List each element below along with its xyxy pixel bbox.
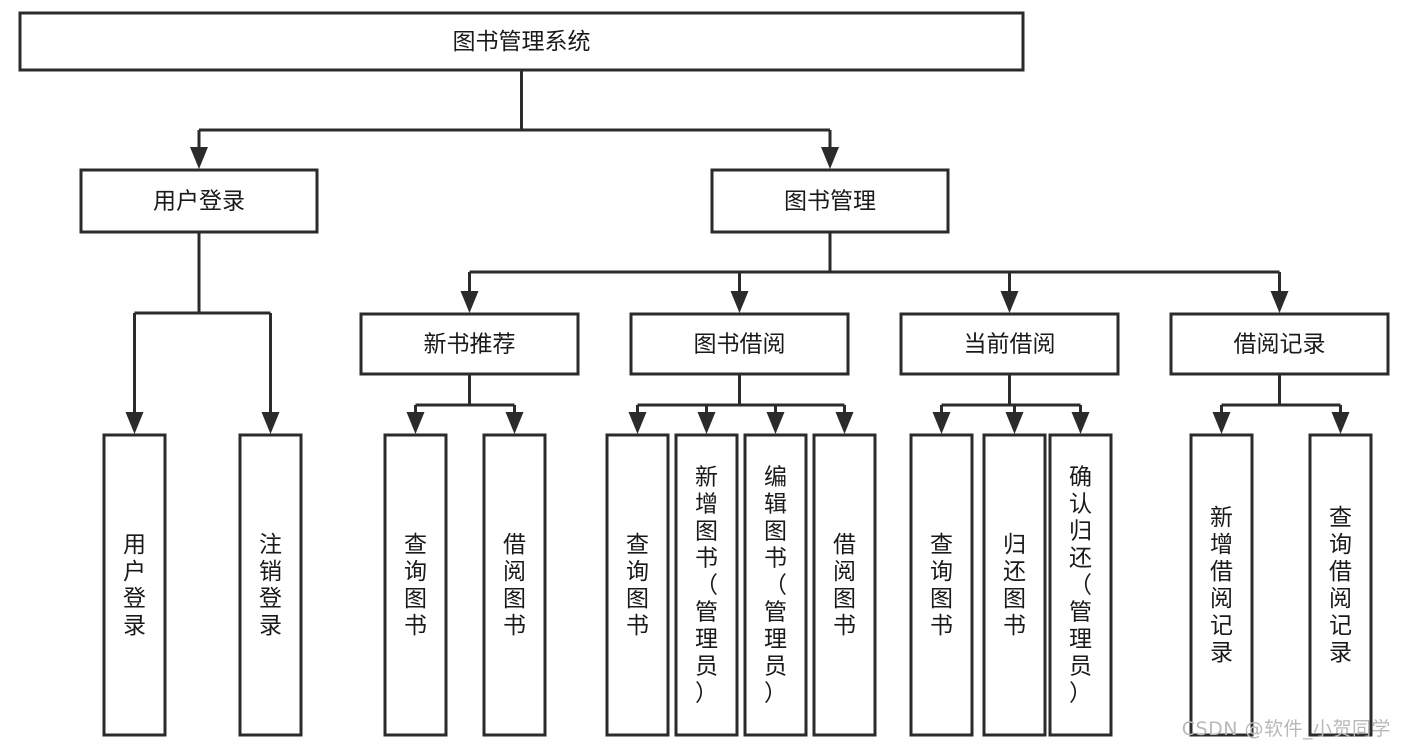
node-leaf-user-logout-label: 注销登录 xyxy=(259,532,282,639)
arrowhead xyxy=(460,291,479,313)
node-book-borrow[interactable]: 图书借阅 xyxy=(629,312,850,376)
arrowhead xyxy=(1005,412,1024,434)
node-root-rect[interactable] xyxy=(18,11,1025,72)
node-leaf-confirm-return-rect[interactable] xyxy=(1048,433,1113,737)
node-leaf-user-logout[interactable]: 注销登录 xyxy=(238,433,303,737)
node-leaf-add-book-label: 新增图书（管理员） xyxy=(695,465,718,707)
arrowhead xyxy=(835,412,854,434)
connector-lines xyxy=(125,70,1350,434)
arrowhead xyxy=(932,412,951,434)
arrowhead xyxy=(190,147,208,169)
node-new-book-rec-rect[interactable] xyxy=(359,312,580,376)
arrowhead xyxy=(766,412,785,434)
node-leaf-user-login-label: 用户登录 xyxy=(123,532,146,639)
node-leaf-add-book[interactable]: 新增图书（管理员） xyxy=(674,433,739,737)
node-new-book-rec[interactable]: 新书推荐 xyxy=(359,312,580,376)
node-leaf-borrow-book-rec-label: 借阅图书 xyxy=(503,532,526,639)
node-root-label: 图书管理系统 xyxy=(453,29,591,55)
node-leaf-add-record-label: 新增借阅记录 xyxy=(1210,505,1233,666)
node-leaf-add-book-rect[interactable] xyxy=(674,433,739,737)
node-leaf-return-book[interactable]: 归还图书 xyxy=(982,433,1047,737)
arrowhead xyxy=(1000,291,1019,313)
node-leaf-add-record-rect[interactable] xyxy=(1189,433,1254,737)
node-book-manage[interactable]: 图书管理 xyxy=(710,168,950,234)
arrowhead xyxy=(697,412,716,434)
arrowhead xyxy=(821,147,839,169)
node-leaf-borrow-book-rec-rect[interactable] xyxy=(482,433,547,737)
arrowhead xyxy=(406,412,425,434)
node-root[interactable]: 图书管理系统 xyxy=(18,11,1025,72)
node-current-borrow[interactable]: 当前借阅 xyxy=(899,312,1120,376)
node-user-login-rect[interactable] xyxy=(79,168,319,234)
node-leaf-edit-book-label: 编辑图书（管理员） xyxy=(764,465,787,707)
node-leaf-confirm-return[interactable]: 确认归还（管理员） xyxy=(1048,433,1113,737)
node-leaf-query-book-rec[interactable]: 查询图书 xyxy=(383,433,448,737)
node-leaf-query-book-bor[interactable]: 查询图书 xyxy=(605,433,670,737)
node-leaf-borrow-book-rec[interactable]: 借阅图书 xyxy=(482,433,547,737)
node-user-login-label: 用户登录 xyxy=(153,189,245,215)
node-leaf-borrow-book-bor-label: 借阅图书 xyxy=(833,532,856,639)
arrowhead xyxy=(1270,291,1289,313)
node-leaf-query-record-label: 查询借阅记录 xyxy=(1329,505,1352,666)
arrowhead xyxy=(125,412,144,434)
node-borrow-record-rect[interactable] xyxy=(1169,312,1390,376)
node-leaf-query-book-bor-label: 查询图书 xyxy=(626,532,649,639)
node-leaf-query-book-cur-label: 查询图书 xyxy=(930,532,953,639)
arrowhead xyxy=(1212,412,1231,434)
arrowhead xyxy=(1071,412,1090,434)
arrowhead xyxy=(505,412,524,434)
node-leaf-query-book-cur[interactable]: 查询图书 xyxy=(909,433,974,737)
node-leaf-query-book-cur-rect[interactable] xyxy=(909,433,974,737)
node-borrow-record-label: 借阅记录 xyxy=(1234,332,1326,358)
node-leaf-borrow-book-bor-rect[interactable] xyxy=(812,433,877,737)
node-leaf-query-book-rec-label: 查询图书 xyxy=(404,532,427,639)
arrowhead xyxy=(1331,412,1350,434)
node-book-manage-rect[interactable] xyxy=(710,168,950,234)
node-leaf-edit-book-rect[interactable] xyxy=(743,433,808,737)
node-leaf-user-login-rect[interactable] xyxy=(102,433,167,737)
arrowhead xyxy=(628,412,647,434)
arrowhead xyxy=(261,412,280,434)
arrowhead xyxy=(730,291,749,313)
node-leaf-edit-book[interactable]: 编辑图书（管理员） xyxy=(743,433,808,737)
node-leaf-user-logout-rect[interactable] xyxy=(238,433,303,737)
node-new-book-rec-label: 新书推荐 xyxy=(424,332,516,358)
node-leaf-query-book-rec-rect[interactable] xyxy=(383,433,448,737)
node-leaf-confirm-return-label: 确认归还（管理员） xyxy=(1069,465,1092,707)
node-current-borrow-rect[interactable] xyxy=(899,312,1120,376)
node-boxes: 图书管理系统用户登录图书管理新书推荐图书借阅当前借阅借阅记录用户登录注销登录查询… xyxy=(18,11,1390,737)
node-book-borrow-label: 图书借阅 xyxy=(694,332,786,358)
node-book-manage-label: 图书管理 xyxy=(784,189,876,215)
node-borrow-record[interactable]: 借阅记录 xyxy=(1169,312,1390,376)
node-leaf-query-book-bor-rect[interactable] xyxy=(605,433,670,737)
node-leaf-query-record[interactable]: 查询借阅记录 xyxy=(1308,433,1373,737)
node-leaf-borrow-book-bor[interactable]: 借阅图书 xyxy=(812,433,877,737)
node-book-borrow-rect[interactable] xyxy=(629,312,850,376)
node-leaf-return-book-label: 归还图书 xyxy=(1003,532,1026,639)
node-leaf-return-book-rect[interactable] xyxy=(982,433,1047,737)
node-leaf-user-login[interactable]: 用户登录 xyxy=(102,433,167,737)
node-current-borrow-label: 当前借阅 xyxy=(964,332,1056,358)
node-leaf-query-record-rect[interactable] xyxy=(1308,433,1373,737)
node-user-login[interactable]: 用户登录 xyxy=(79,168,319,234)
node-leaf-add-record[interactable]: 新增借阅记录 xyxy=(1189,433,1254,737)
